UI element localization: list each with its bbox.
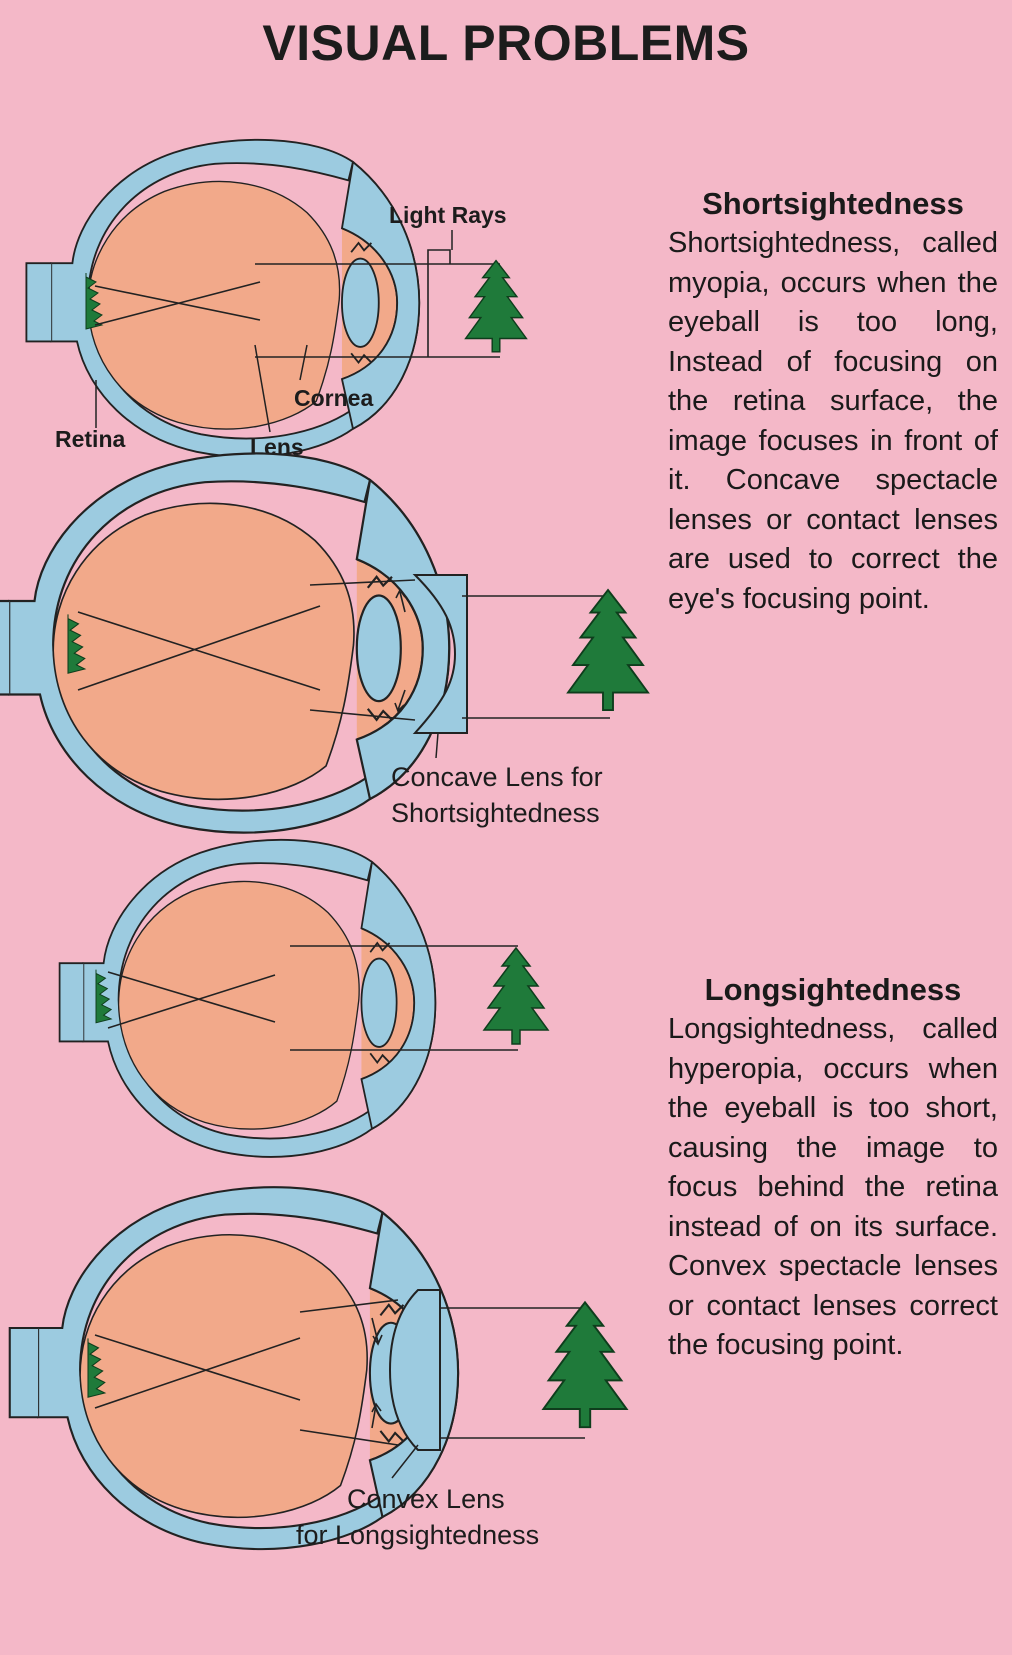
label-concave-1: Concave Lens for (391, 762, 603, 792)
longsighted-eye-diagram (58, 838, 549, 1158)
label-light-rays: Light Rays (389, 202, 507, 228)
label-convex-1: Convex Lens (347, 1484, 505, 1514)
longsightedness-heading: Longsightedness (704, 972, 962, 1007)
label-concave-2: Shortsightedness (391, 798, 600, 828)
concave-lens (412, 574, 468, 734)
longsighted-corrected-diagram: Convex Lens for Longsightedness (8, 1186, 628, 1551)
shortsightedness-section: Shortsightedness Shortsightedness, calle… (668, 186, 998, 619)
normal-eye-diagram: Light Rays Cornea Retina Lens (25, 138, 528, 460)
longsightedness-body: Longsightedness, called hyperopia, occur… (668, 1013, 998, 1361)
longsightedness-section: Longsightedness Longsightedness, called … (668, 972, 998, 1366)
shortsightedness-body: Shortsightedness, called myopia, occurs … (668, 227, 998, 615)
label-retina: Retina (55, 426, 126, 452)
shortsighted-eye-diagram: Concave Lens for Shortsightedness (0, 452, 649, 834)
poster-title: VISUAL PROBLEMS (262, 15, 750, 71)
shortsightedness-heading: Shortsightedness (702, 186, 964, 221)
label-convex-2: for Longsightedness (296, 1520, 539, 1550)
convex-lens (388, 1289, 441, 1451)
label-cornea: Cornea (294, 385, 373, 411)
